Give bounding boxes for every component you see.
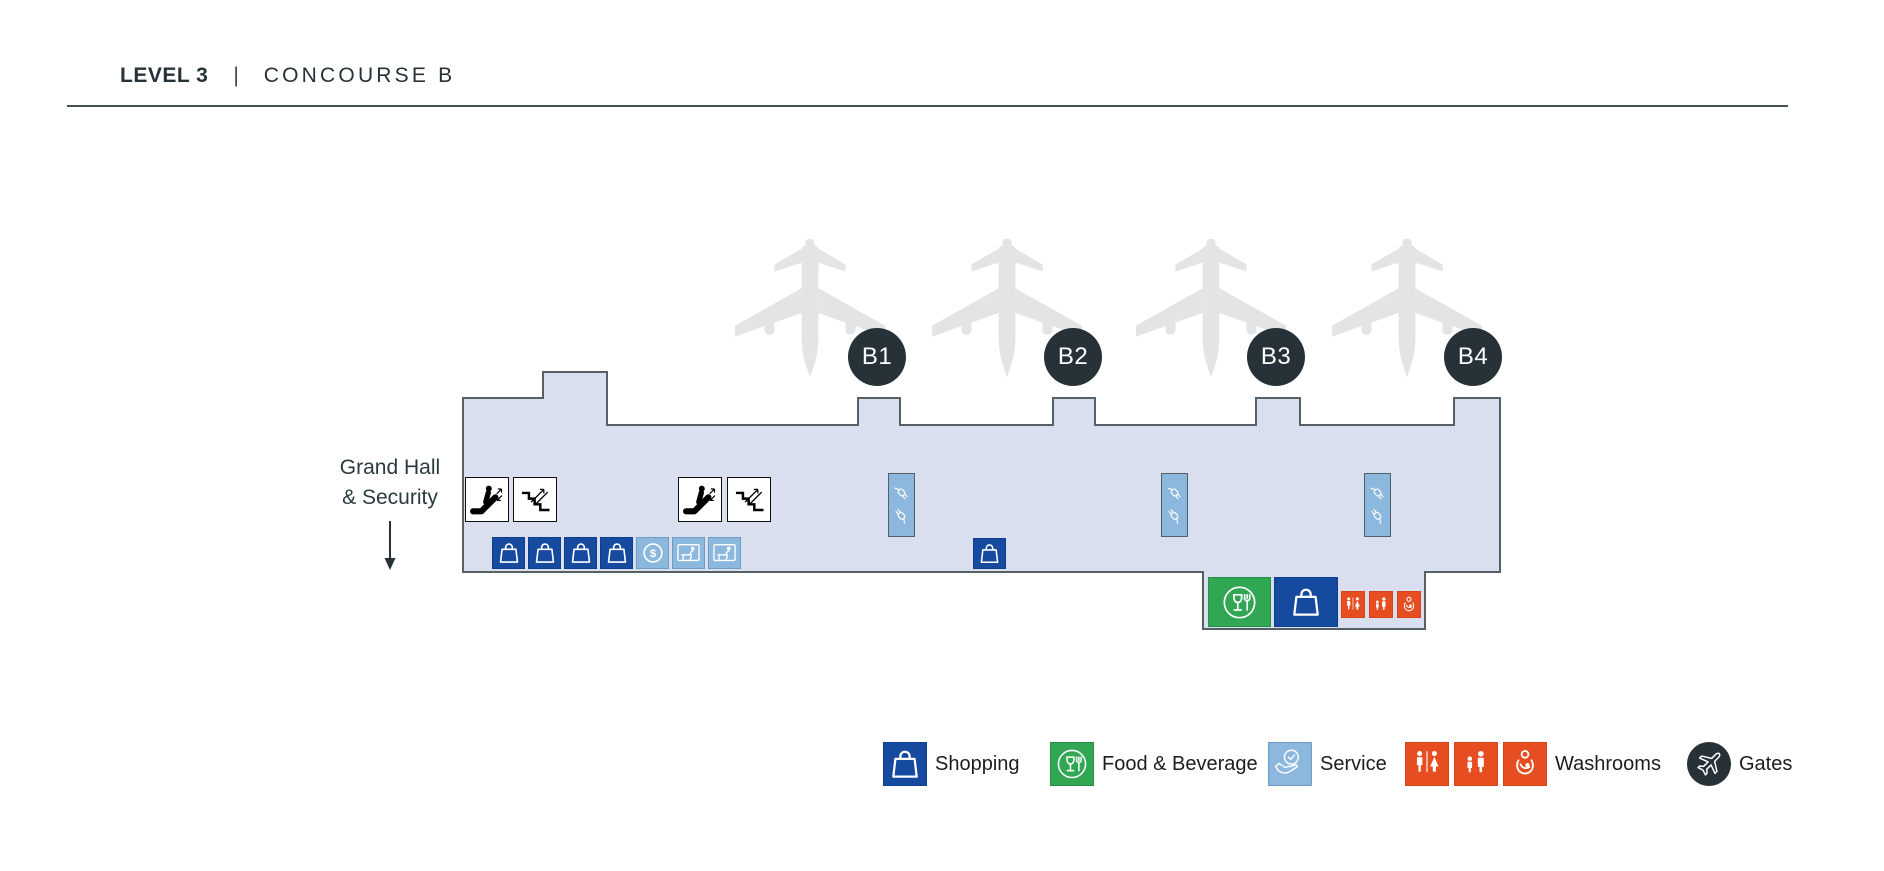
legend-label: Shopping bbox=[935, 752, 1020, 775]
service-hand-check-icon bbox=[1268, 742, 1312, 786]
legend-item-washrooms: Washrooms bbox=[1405, 742, 1661, 786]
business-workstation-icon bbox=[672, 537, 705, 569]
charging-station-icon bbox=[1161, 473, 1188, 537]
shopping-bag-icon bbox=[492, 537, 525, 569]
legend-item-shopping: Shopping bbox=[883, 742, 1020, 786]
dollar-glyph: $ bbox=[649, 548, 656, 560]
gate-plane-icon bbox=[1687, 742, 1731, 786]
header-divider bbox=[67, 105, 1788, 107]
shopping-bag-icon bbox=[600, 537, 633, 569]
amenity-row: $ bbox=[492, 537, 741, 569]
escalator-icon bbox=[678, 477, 722, 522]
shopping-bag-icon bbox=[1274, 577, 1338, 627]
business-workstation-icon bbox=[708, 537, 741, 569]
legend-item-service: Service bbox=[1268, 742, 1387, 786]
title-separator: | bbox=[233, 64, 239, 87]
level-label: LEVEL 3 bbox=[120, 64, 209, 87]
washroom-icon-group bbox=[1405, 742, 1547, 786]
grand-hall-line2: & Security bbox=[342, 486, 438, 509]
currency-exchange-icon: $ bbox=[636, 537, 669, 569]
gate-label: B3 bbox=[1260, 343, 1292, 370]
page-title: LEVEL 3 | CONCOURSE B bbox=[120, 64, 455, 88]
gate-marker-b3: B3 bbox=[1247, 328, 1305, 386]
charging-station-icon bbox=[888, 473, 915, 537]
washroom-cluster bbox=[1341, 591, 1421, 618]
legend-item-gates: Gates bbox=[1687, 742, 1792, 786]
washroom-mens-womens-icon bbox=[1341, 591, 1365, 618]
stairs-icon bbox=[727, 477, 771, 522]
stairs-icon bbox=[513, 477, 557, 522]
legend-label: Service bbox=[1320, 752, 1387, 775]
gate-marker-b1: B1 bbox=[848, 328, 906, 386]
escalator-icon bbox=[465, 477, 509, 522]
shopping-bag-icon bbox=[973, 538, 1006, 569]
washroom-family-icon bbox=[1369, 591, 1393, 618]
washroom-baby-care-icon bbox=[1503, 742, 1547, 786]
gate-label: B1 bbox=[861, 343, 893, 370]
gate-marker-b4: B4 bbox=[1444, 328, 1502, 386]
legend-label: Washrooms bbox=[1555, 752, 1661, 775]
legend-label: Food & Beverage bbox=[1102, 752, 1258, 775]
grand-hall-security-label: Grand Hall & Security bbox=[325, 453, 455, 513]
legend-item-food-beverage: Food & Beverage bbox=[1050, 742, 1258, 786]
food-beverage-icon bbox=[1208, 577, 1271, 627]
gate-marker-b2: B2 bbox=[1044, 328, 1102, 386]
food-beverage-icon bbox=[1050, 742, 1094, 786]
washroom-baby-care-icon bbox=[1397, 591, 1421, 618]
shopping-bag-icon bbox=[564, 537, 597, 569]
washroom-family-icon bbox=[1454, 742, 1498, 786]
down-arrow bbox=[384, 521, 396, 570]
legend-label: Gates bbox=[1739, 752, 1793, 775]
charging-station-icon bbox=[1364, 473, 1391, 537]
concourse-label: CONCOURSE B bbox=[263, 64, 456, 87]
shopping-bag-icon bbox=[528, 537, 561, 569]
airplane-silhouette bbox=[734, 238, 1483, 378]
gate-label: B2 bbox=[1057, 343, 1089, 370]
grand-hall-line1: Grand Hall bbox=[339, 456, 441, 479]
shopping-bag-icon bbox=[883, 742, 927, 786]
gate-label: B4 bbox=[1457, 343, 1489, 370]
washroom-mens-womens-icon bbox=[1405, 742, 1449, 786]
